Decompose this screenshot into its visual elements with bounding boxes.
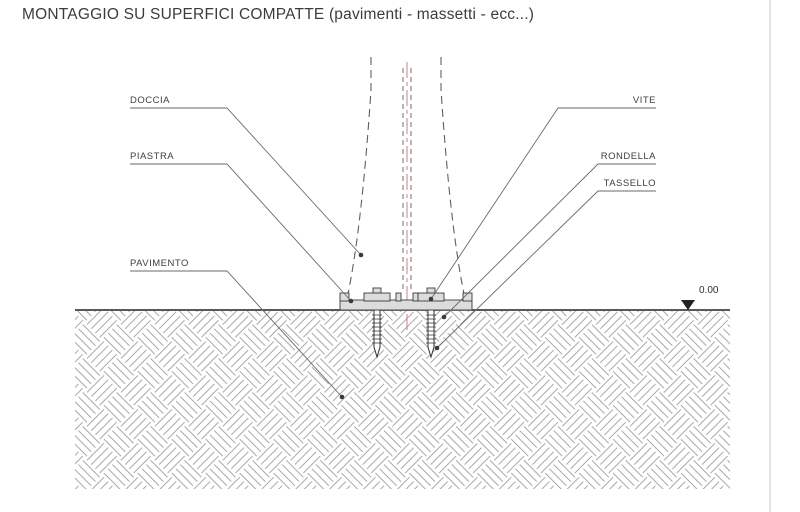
leader-dot (339, 394, 345, 400)
leader-dot (358, 252, 364, 258)
shower-column-dashed-outline (347, 57, 465, 295)
drawing-title: MONTAGGIO SU SUPERFICI COMPATTE (pavimen… (22, 6, 535, 23)
base-plate (339, 287, 473, 311)
level-marker-icon (681, 300, 695, 310)
screw-head-right (426, 287, 436, 294)
leader-doccia (130, 107, 362, 256)
callout-label-piastra: PIASTRA (130, 151, 175, 162)
leader-tassello (436, 190, 656, 349)
leader-lines (130, 107, 656, 398)
washer-left (363, 292, 391, 302)
leader-pavimento (130, 270, 343, 398)
callout-label-rondella: RONDELLA (600, 151, 656, 162)
leader-dot (348, 298, 354, 304)
screw-head-left (372, 287, 382, 294)
callout-label-vite: VITE (632, 95, 656, 106)
leader-dot (441, 314, 447, 320)
callout-label-tassello: TASSELLO (603, 178, 656, 189)
leader-dots (339, 252, 447, 400)
level-value: 0.00 (699, 285, 719, 296)
ground-hatch-area (75, 311, 730, 489)
leader-dot (434, 345, 440, 351)
callout-label-pavimento: PAVIMENTO (130, 258, 189, 269)
leader-piastra (130, 163, 352, 302)
callout-label-doccia: DOCCIA (130, 95, 170, 106)
screw-right (426, 309, 436, 359)
inner-stem-dashed-lines (402, 68, 412, 293)
leader-dot (428, 296, 434, 302)
leader-vite (430, 107, 656, 300)
leader-rondella (443, 163, 656, 318)
